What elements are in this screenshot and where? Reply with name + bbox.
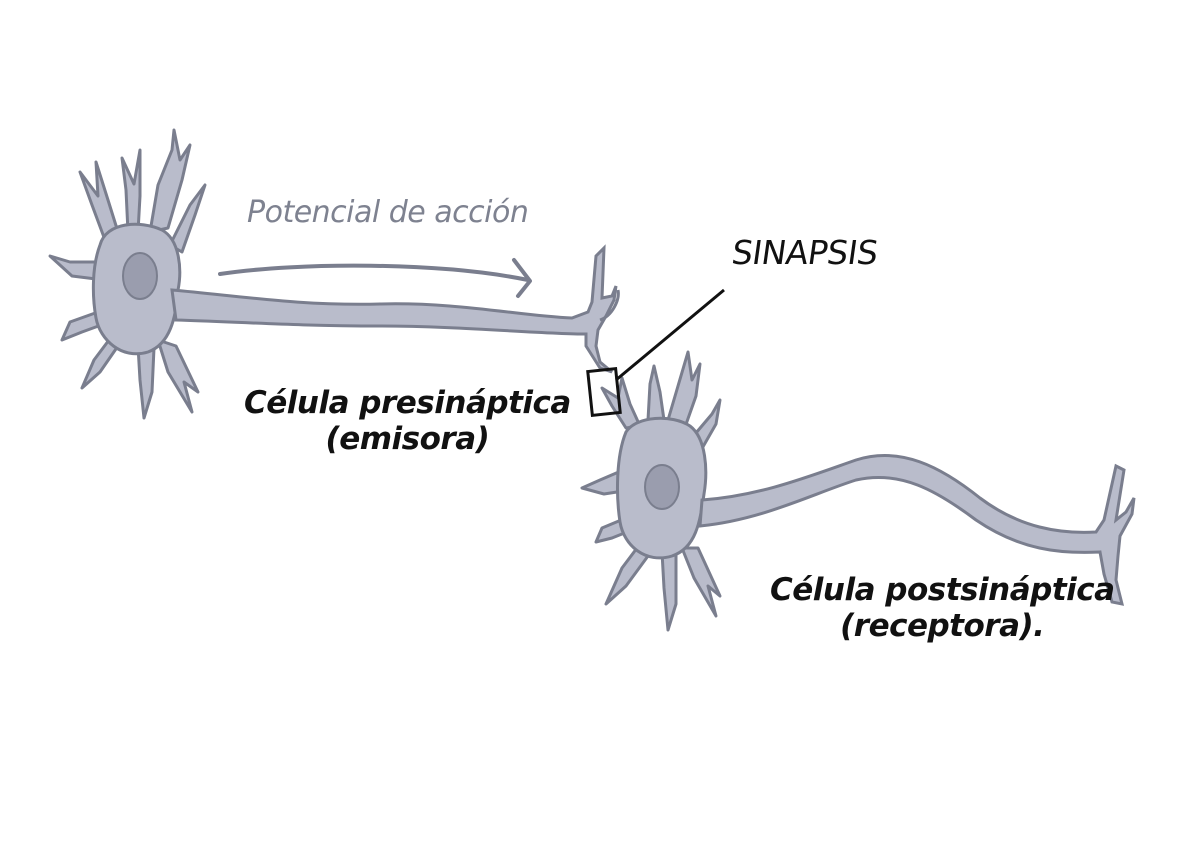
presynaptic-label-line2: (emisora) xyxy=(325,420,490,457)
action-potential-arrow xyxy=(218,258,532,298)
presynaptic-neuron xyxy=(48,128,620,420)
postsynaptic-label-line1: Célula postsináptica xyxy=(770,572,1115,608)
synapse-box xyxy=(586,367,622,417)
postsynaptic-label-line2: (receptora). xyxy=(840,607,1045,644)
synapse-pointer-line xyxy=(615,288,725,382)
postsynaptic-axon xyxy=(698,454,1136,606)
presynaptic-nucleus xyxy=(122,252,158,300)
presynaptic-label-line1: Célula presináptica xyxy=(244,385,571,421)
presynaptic-cell-label: Célula presináptica (emisora) xyxy=(244,385,571,457)
presynaptic-terminal-branch xyxy=(599,289,620,322)
postsynaptic-cell-label: Célula postsináptica (receptora). xyxy=(770,572,1115,644)
synapse-marker xyxy=(586,288,725,417)
synapse-label: SINAPSIS xyxy=(729,233,881,272)
postsynaptic-nucleus xyxy=(644,464,680,510)
postsynaptic-neuron xyxy=(580,350,1136,632)
action-potential-label: Potencial de acción xyxy=(247,195,529,230)
